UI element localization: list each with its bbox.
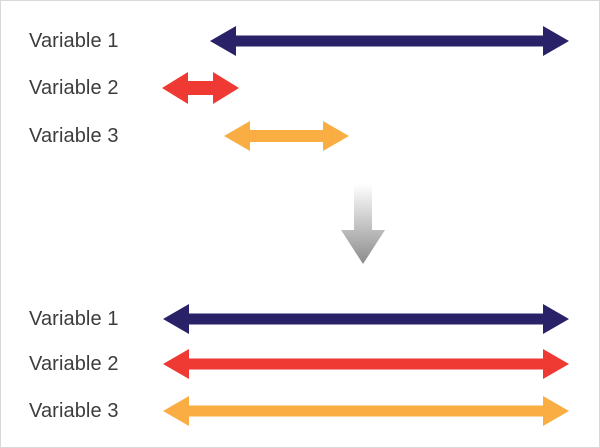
variable-label: Variable 1 xyxy=(29,30,119,52)
variable-row: Variable 2 xyxy=(1,68,599,110)
double-headed-arrow-icon xyxy=(163,302,569,342)
variable-label: Variable 2 xyxy=(29,77,119,99)
down-arrow-icon xyxy=(341,184,385,264)
variable-row: Variable 3 xyxy=(1,391,599,434)
variable-row: Variable 1 xyxy=(1,299,599,342)
variable-label: Variable 1 xyxy=(29,308,119,330)
double-headed-arrow-icon xyxy=(162,70,239,110)
variable-label: Variable 3 xyxy=(29,125,119,147)
double-headed-arrow-icon xyxy=(163,394,569,434)
variable-row: Variable 2 xyxy=(1,344,599,387)
double-headed-arrow-icon xyxy=(163,347,569,387)
variable-row: Variable 3 xyxy=(1,116,599,159)
variable-label: Variable 2 xyxy=(29,353,119,375)
double-headed-arrow-icon xyxy=(224,119,349,159)
variable-label: Variable 3 xyxy=(29,400,119,422)
variable-row: Variable 1 xyxy=(1,21,599,64)
double-headed-arrow-icon xyxy=(210,24,569,64)
